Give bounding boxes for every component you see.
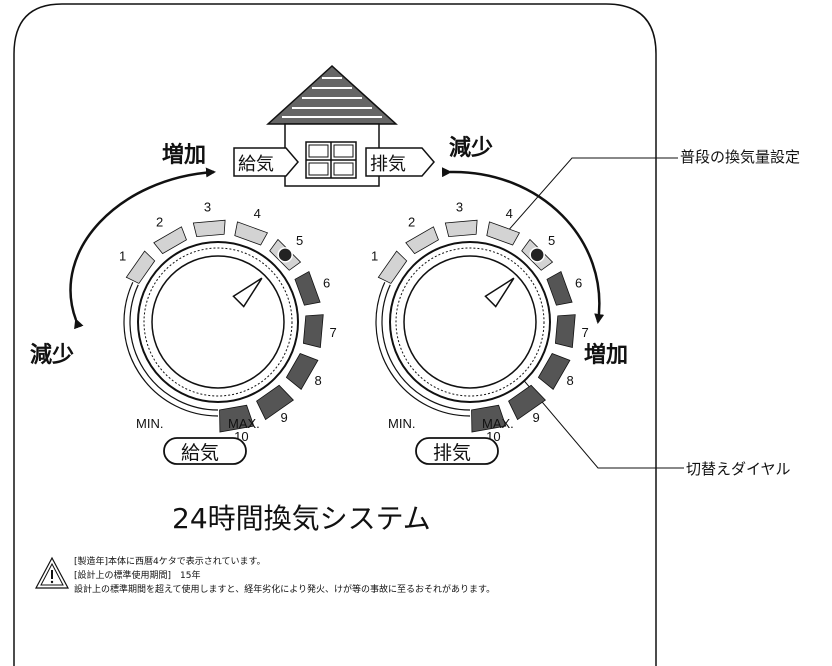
exhaust-scale-segment-2 — [405, 226, 439, 255]
exhaust-setting-marker — [529, 247, 545, 263]
exhaust-min-arc — [375, 282, 471, 417]
exhaust-min-label: MIN. — [388, 416, 415, 431]
supply-scale-segment-7 — [302, 314, 324, 349]
supply-scale-label-9: 9 — [281, 410, 288, 425]
supply-decrease-label: 減少 — [30, 343, 74, 368]
exhaust-scale-label-4: 4 — [506, 206, 513, 221]
exhaust-scale-label-3: 3 — [456, 199, 463, 214]
callout-normal-setting: 普段の換気量設定 — [680, 148, 800, 166]
supply-scale-label-1: 1 — [119, 248, 126, 263]
supply-scale-segment-6 — [294, 271, 321, 306]
callout-switch-dial: 切替えダイヤル — [686, 460, 791, 478]
supply-scale-segment-8 — [285, 353, 319, 390]
exhaust-scale-label-1: 1 — [371, 248, 378, 263]
supply-scale-segment-9 — [256, 384, 294, 421]
exhaust-scale-segment-10 — [471, 404, 507, 433]
supply-knob-grip — [143, 247, 293, 397]
exhaust-max-label: MAX. — [482, 416, 514, 431]
supply-increase-label: 増加 — [162, 142, 206, 168]
exhaust-scale-label-5: 5 — [548, 233, 555, 248]
exhaust-knob-face — [403, 255, 537, 389]
exhaust-scale-label-9: 9 — [533, 410, 540, 425]
exhaust-arrow: 排気 — [365, 147, 435, 177]
exhaust-scale-label-2: 2 — [408, 215, 415, 230]
callout-normal-setting-leader — [505, 157, 678, 234]
supply-min-label: MIN. — [136, 416, 163, 431]
supply-name-label: 給気 — [181, 442, 219, 464]
notice-line-1: [製造年]本体に西暦4ケタで表示されています。 — [74, 555, 266, 567]
exhaust-scale-segment-9 — [508, 384, 546, 421]
panel-outline — [13, 3, 657, 666]
exhaust-scale-segment-1 — [377, 250, 408, 284]
exhaust-name-frame — [415, 437, 499, 465]
supply-scale-segment-3 — [192, 219, 226, 238]
supply-pointer — [232, 277, 263, 308]
supply-scale-label-3: 3 — [204, 199, 211, 214]
supply-scale-label-6: 6 — [323, 275, 330, 290]
exhaust-increase-label: 増加 — [584, 342, 628, 368]
supply-min-arc — [123, 282, 219, 417]
page-title: 24時間換気システム — [172, 502, 431, 535]
supply-min-arc-inner — [129, 284, 219, 411]
supply-scale-label-5: 5 — [296, 233, 303, 248]
exhaust-decrease-label: 減少 — [449, 136, 493, 161]
supply-scale-segment-2 — [153, 226, 187, 255]
supply-scale-label-8: 8 — [314, 373, 321, 388]
exhaust-scale-segment-6 — [546, 271, 573, 306]
exhaust-scale-segment-3 — [444, 219, 478, 238]
supply-name-frame — [163, 437, 247, 465]
supply-knob-face — [151, 255, 285, 389]
exhaust-knob-grip — [395, 247, 545, 397]
supply-arrow: 給気 — [233, 147, 299, 177]
supply-setting-marker — [277, 247, 293, 263]
exhaust-scale-label-8: 8 — [566, 373, 573, 388]
exhaust-scale-label-7: 7 — [582, 325, 589, 340]
exhaust-scale-segment-8 — [537, 353, 571, 390]
supply-max-label: MAX. — [228, 416, 260, 431]
exhaust-scale-segment-4 — [486, 221, 521, 246]
exhaust-name-label: 排気 — [433, 442, 471, 464]
supply-range-arrow — [69, 167, 216, 330]
exhaust-range-arrow — [441, 167, 605, 324]
exhaust-scale-segment-7 — [554, 314, 576, 349]
exhaust-pointer — [484, 277, 515, 308]
exhaust-min-arc-inner — [381, 284, 471, 411]
supply-scale-segment-1 — [125, 250, 156, 284]
exhaust-scale-label-6: 6 — [575, 275, 582, 290]
supply-scale-segment-4 — [234, 221, 269, 246]
supply-scale-label-4: 4 — [254, 206, 261, 221]
supply-scale-label-7: 7 — [330, 325, 337, 340]
notice-line-2: [設計上の標準使用期間] 15年 — [74, 569, 200, 581]
notice-line-3: 設計上の標準期間を超えて使用しますと、経年劣化により発火、けが等の事故に至るおそ… — [74, 583, 495, 595]
house-supply-label: 給気 — [238, 154, 274, 175]
supply-scale-segment-10 — [219, 404, 255, 433]
warning-icon — [35, 556, 69, 589]
house-exhaust-label: 排気 — [370, 154, 406, 175]
supply-scale-label-2: 2 — [156, 215, 163, 230]
